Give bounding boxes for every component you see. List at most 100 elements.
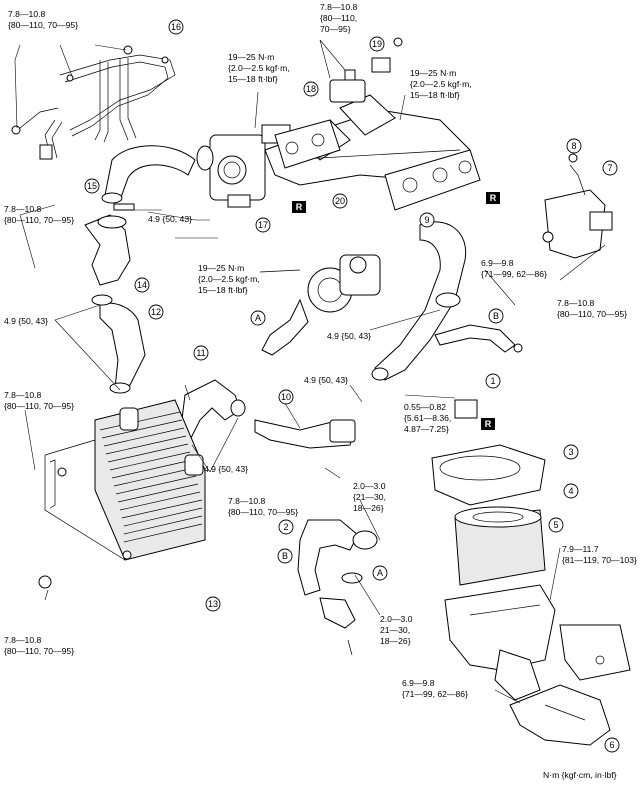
part-callout-13: 13 xyxy=(205,596,221,612)
replace-mark-1: R xyxy=(292,201,306,213)
hose-12 xyxy=(91,294,146,394)
replace-mark-2: R xyxy=(486,192,500,204)
svg-text:14: 14 xyxy=(137,280,147,290)
torque-label-t19: 2.0—3.0 21—30, 18—26} xyxy=(380,614,415,646)
callout-a-turbo: A xyxy=(250,310,266,326)
hose-2 xyxy=(297,519,378,656)
part-callout-3: 3 xyxy=(563,444,579,460)
part-callout-14: 14 xyxy=(134,277,150,293)
torque-label-t5: 7.8—10.8 {80—110, 70—95} xyxy=(4,204,74,225)
replace-marks: R R R xyxy=(292,192,500,430)
torque-labels: 7.8—10.8 {80—110, 70—95} 7.8—10.8 {80—11… xyxy=(4,2,637,699)
svg-text:B: B xyxy=(282,551,288,561)
torque-label-t13: 0.55—0.82 {5.61—8.36, 4.87—7.25} xyxy=(404,402,454,434)
svg-text:3: 3 xyxy=(568,447,573,457)
intake-shutter-valve xyxy=(196,124,291,208)
part-number-callouts: 1 2 3 4 5 6 7 8 9 10 11 12 13 14 15 16 1… xyxy=(84,19,620,753)
part-callout-5: 5 xyxy=(548,517,564,533)
torque-label-t16: 7.8—10.8 {80—110, 70—95} xyxy=(228,496,298,517)
callout-a-hose: A xyxy=(372,565,388,581)
part-callout-8: 8 xyxy=(566,138,582,154)
callout-b-hose: B xyxy=(488,308,504,324)
part-callout-1: 1 xyxy=(485,373,501,389)
leader-lines xyxy=(14,39,606,704)
part-callout-10: 10 xyxy=(278,389,294,405)
torque-label-t4: 19—25 N·m {2.0—2.5 kgf·m, 15—18 ft·lbf} xyxy=(410,68,474,100)
torque-label-t2: 7.8—10.8 {80—110, 70—95} xyxy=(320,2,360,34)
sensor-19 xyxy=(371,37,403,73)
egr-control-unit xyxy=(542,153,613,259)
torque-label-t21: 6.9—9.8 {71—99, 62—86} xyxy=(402,678,468,699)
turbocharger xyxy=(259,254,381,356)
torque-label-t8: 6.9—9.8 {71—99, 62—86} xyxy=(481,258,547,279)
hose-9 xyxy=(371,221,467,381)
pipe-11 xyxy=(179,379,246,441)
gasket-left xyxy=(274,119,341,169)
torque-label-t7: 19—25 N·m {2.0—2.5 kgf·m, 15—18 ft·lbf} xyxy=(198,263,262,295)
part-callout-9: 9 xyxy=(419,212,435,228)
svg-text:2: 2 xyxy=(283,522,288,532)
svg-text:12: 12 xyxy=(151,307,161,317)
gasket-right xyxy=(384,149,481,211)
torque-label-t14: 7.8—10.8 {80—110, 70—95} xyxy=(4,390,74,411)
torque-label-t18: 7.9—11.7 {81—119, 70—103} xyxy=(562,544,637,565)
svg-text:16: 16 xyxy=(171,22,181,32)
part-callout-19: 19 xyxy=(369,36,385,52)
replace-mark-3: R xyxy=(481,418,495,430)
torque-label-t10: 4.9 {50, 43} xyxy=(4,316,48,326)
air-cleaner-cover xyxy=(431,399,546,506)
part-callout-12: 12 xyxy=(148,304,164,320)
svg-text:R: R xyxy=(490,193,497,203)
torque-label-t3: 19—25 N·m {2.0—2.5 kgf·m, 15—18 ft·lbf} xyxy=(228,52,292,84)
part-callout-20: 20 xyxy=(332,193,348,209)
svg-text:5: 5 xyxy=(553,520,558,530)
bracket-right xyxy=(559,624,631,681)
svg-text:17: 17 xyxy=(258,220,268,230)
clamp-9 xyxy=(435,292,461,308)
resonator-6 xyxy=(509,684,611,746)
svg-text:15: 15 xyxy=(87,181,97,191)
callout-b-air: B xyxy=(277,548,293,564)
torque-label-t20: 7.8—10.8 {80—110, 70—95} xyxy=(4,635,74,656)
svg-text:19: 19 xyxy=(372,39,382,49)
torque-label-t11: 4.9 {50, 43} xyxy=(327,331,371,341)
sensor-18 xyxy=(329,69,366,103)
torque-label-t12: 4.9 {50, 43} xyxy=(304,375,348,385)
part-callout-18: 18 xyxy=(303,81,319,97)
svg-text:R: R xyxy=(485,419,492,429)
torque-label-t15: 4.9 {50, 43} xyxy=(204,464,248,474)
svg-text:4: 4 xyxy=(568,486,573,496)
intercooler xyxy=(38,399,206,589)
part-callout-15: 15 xyxy=(84,178,100,194)
torque-label-t17: 2.0—3.0 {21—30, 18—26} xyxy=(353,481,388,513)
svg-text:11: 11 xyxy=(196,348,205,358)
vacuum-pipe-assembly xyxy=(11,45,176,160)
svg-text:A: A xyxy=(255,313,261,323)
units-note: N·m {kgf·cm, in·lbf} xyxy=(543,770,617,780)
svg-text:10: 10 xyxy=(281,392,291,402)
svg-text:A: A xyxy=(377,568,383,578)
svg-text:1: 1 xyxy=(490,376,495,386)
svg-text:20: 20 xyxy=(335,196,345,206)
svg-text:13: 13 xyxy=(208,599,218,609)
svg-text:18: 18 xyxy=(306,84,316,94)
part-callout-17: 17 xyxy=(255,217,271,233)
svg-text:R: R xyxy=(296,202,303,212)
part-callout-6: 6 xyxy=(604,737,620,753)
part-callout-4: 4 xyxy=(563,483,579,499)
svg-text:6: 6 xyxy=(609,740,614,750)
torque-label-t9: 7.8—10.8 {80—110, 70—95} xyxy=(557,298,627,319)
svg-text:8: 8 xyxy=(571,141,576,151)
part-callout-11: 11 xyxy=(193,345,209,361)
part-callout-7: 7 xyxy=(602,160,618,176)
torque-label-t6: 4.9 {50, 43} xyxy=(148,214,192,224)
svg-text:7: 7 xyxy=(607,163,612,173)
hose-15 xyxy=(101,145,196,211)
part-callout-16: 16 xyxy=(168,19,184,35)
part-callout-2: 2 xyxy=(278,519,294,535)
air-cleaner-case xyxy=(444,584,556,701)
pipe-14 xyxy=(84,214,131,286)
connection-callouts: A A B B xyxy=(250,308,504,581)
torque-label-t1: 7.8—10.8 {80—110, 70—95} xyxy=(8,9,78,30)
